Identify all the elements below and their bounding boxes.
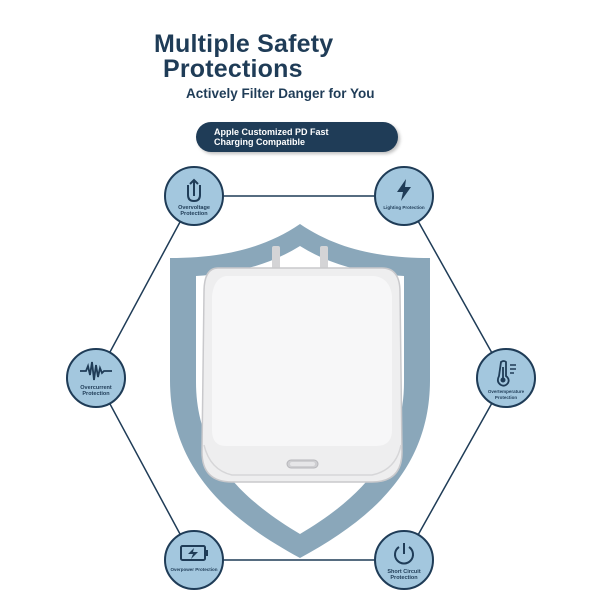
- feature-label: Overcurrent Protection: [80, 385, 112, 397]
- badge-line-2: Charging Compatible: [214, 136, 306, 147]
- feature-lightning: Lighting Protection: [374, 166, 434, 226]
- waveform-icon: [80, 361, 112, 381]
- feature-label: Lighting Protection: [383, 205, 425, 210]
- feature-label: Overpower Protection: [170, 567, 218, 572]
- thermometer-icon: [496, 360, 516, 387]
- compatibility-badge: Apple Customized PD Fast Charging Compat…: [196, 122, 398, 152]
- charger-graphic: [201, 246, 403, 483]
- headline-line-1: Multiple Safety: [154, 30, 334, 58]
- overvoltage-icon: [187, 178, 201, 203]
- power-icon: [394, 543, 414, 565]
- lightning-icon: [397, 179, 411, 201]
- headline-line-2: Protections: [163, 55, 303, 83]
- feature-overtemperature: Overtemperature Protection: [476, 348, 536, 408]
- battery-charging-icon: [180, 545, 208, 561]
- badge-line-1: Apple Customized PD Fast: [214, 127, 329, 137]
- feature-label: Short Circuit Protection: [387, 569, 421, 581]
- feature-label: Overtemperature Protection: [487, 389, 525, 400]
- feature-overcurrent: Overcurrent Protection: [66, 348, 126, 408]
- feature-short-circuit: Short Circuit Protection: [374, 530, 434, 590]
- feature-overvoltage: Overvoltage Protection: [164, 166, 224, 226]
- subheadline: Actively Filter Danger for You: [186, 86, 375, 101]
- headline: Multiple Safety Protections: [154, 32, 333, 82]
- feature-label: Overvoltage Protection: [178, 205, 210, 217]
- feature-overpower: Overpower Protection: [164, 530, 224, 590]
